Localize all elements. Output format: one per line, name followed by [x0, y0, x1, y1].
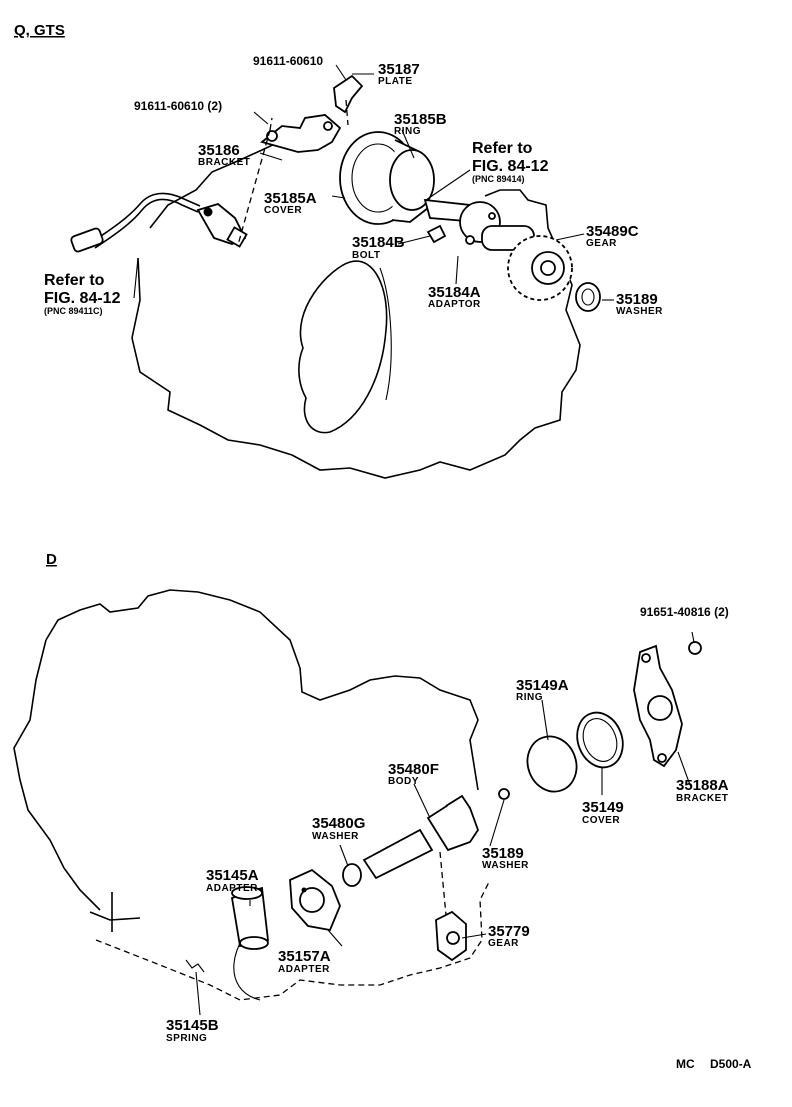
label-35480f: 35480F [388, 761, 439, 778]
washer-35189-top [575, 282, 601, 312]
body-35480f [362, 794, 480, 880]
label-35779: 35779 [488, 923, 530, 940]
top-leader-lines [133, 64, 614, 301]
label-adaptor: ADAPTOR [428, 299, 481, 310]
washer-35189-bottom [498, 788, 510, 800]
label-35185a: 35185A [264, 190, 317, 207]
ref1-line1: Refer to [472, 140, 533, 157]
footer-code-mc: MC [676, 1057, 695, 1071]
speed-sensor-cable [70, 192, 248, 253]
section-header-q-gts: Q, GTS [14, 22, 65, 39]
label-35189-b: 35189 [482, 845, 524, 862]
adaptor-35184a [423, 198, 535, 251]
plate-35187 [333, 74, 364, 114]
label-35188a: 35188A [676, 777, 729, 794]
label-ring-b: RING [516, 692, 543, 703]
label-91651-40816: 91651-40816 (2) [640, 605, 729, 619]
label-35145b: 35145B [166, 1017, 219, 1034]
label-35149: 35149 [582, 799, 624, 816]
gear-35779 [435, 851, 467, 962]
label-adapter-a: ADAPTER [206, 883, 258, 894]
label-cover: COVER [264, 205, 302, 216]
label-body: BODY [388, 776, 419, 787]
label-cover-b: COVER [582, 815, 620, 826]
bolt-35184b [426, 224, 447, 244]
washer-35480g [342, 863, 362, 887]
label-35184b: 35184B [352, 234, 405, 251]
section-header-d: D [46, 551, 57, 568]
label-35149a: 35149A [516, 677, 569, 694]
label-plate: PLATE [378, 76, 413, 87]
cover-35185a [339, 131, 435, 225]
label-91611-60610: 91611-60610 [253, 54, 323, 68]
ref1-line2: FIG. 84-12 [472, 158, 549, 175]
label-91611-60610-2: 91611-60610 (2) [134, 99, 222, 113]
label-35480g: 35480G [312, 815, 365, 832]
label-bolt: BOLT [352, 250, 380, 261]
label-ring: RING [394, 126, 421, 137]
label-gear-b: GEAR [488, 938, 519, 949]
ref2-line1: Refer to [44, 272, 105, 289]
label-bracket-b: BRACKET [676, 793, 728, 804]
label-35186: 35186 [198, 142, 240, 159]
cover-35149 [576, 711, 624, 769]
top-transaxle-housing [131, 139, 581, 479]
bracket-35188a [633, 644, 683, 768]
gear-35489c [507, 235, 573, 301]
label-adapter-b: ADAPTER [278, 964, 330, 975]
label-35185b: 35185B [394, 111, 447, 128]
label-bracket: BRACKET [198, 157, 250, 168]
sensor-plug [70, 227, 104, 253]
label-washer-g: WASHER [312, 831, 359, 842]
adapter-35145a [230, 886, 269, 950]
label-35489c: 35489C [586, 223, 639, 240]
label-washer-b: WASHER [482, 860, 529, 871]
label-spring: SPRING [166, 1033, 207, 1044]
label-gear: GEAR [586, 238, 617, 249]
bracket-35186 [237, 114, 342, 246]
label-35189: 35189 [616, 291, 658, 308]
label-35187: 35187 [378, 61, 420, 78]
label-35184a: 35184A [428, 284, 481, 301]
label-35157a: 35157A [278, 948, 331, 965]
label-35145a: 35145A [206, 867, 259, 884]
ref2-line2: FIG. 84-12 [44, 290, 121, 307]
bolt-91651 [688, 641, 702, 655]
spring-35145b [185, 959, 205, 973]
adapter-35157a [289, 868, 341, 932]
ref2-pnc: (PNC 89411C) [44, 306, 103, 316]
ref1-pnc: (PNC 89414) [472, 174, 525, 184]
ring-35149a [526, 735, 578, 793]
bottom-leader-lines [195, 631, 695, 1016]
label-washer: WASHER [616, 306, 663, 317]
footer-code-d500a: D500-A [710, 1057, 752, 1071]
